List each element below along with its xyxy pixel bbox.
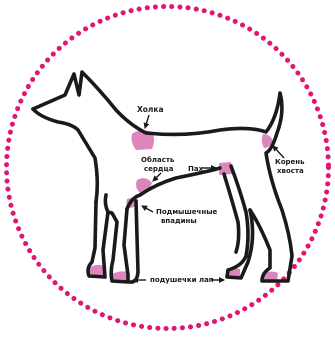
label-armpits-line1: Подмышечные — [156, 208, 218, 216]
arrow-tail-base — [273, 146, 284, 158]
label-paw-pads: подушечки лап — [150, 276, 214, 284]
label-groin: Пах — [188, 165, 204, 173]
label-armpits-line2: впадины — [161, 217, 197, 225]
label-tail-base-line1: Корень — [275, 158, 305, 166]
arrow-armpits — [142, 206, 153, 212]
arrow-heart — [153, 173, 161, 181]
label-heart-line1: Область — [141, 156, 175, 164]
label-withers: Холка — [137, 105, 164, 114]
label-heart-line2: сердца — [144, 165, 174, 173]
arrow-withers — [145, 115, 149, 128]
dog-outline — [33, 72, 292, 282]
label-tail-base-line2: хвоста — [277, 167, 304, 175]
paw-pad-front-left — [89, 265, 104, 276]
pointer-arrows — [133, 115, 284, 280]
